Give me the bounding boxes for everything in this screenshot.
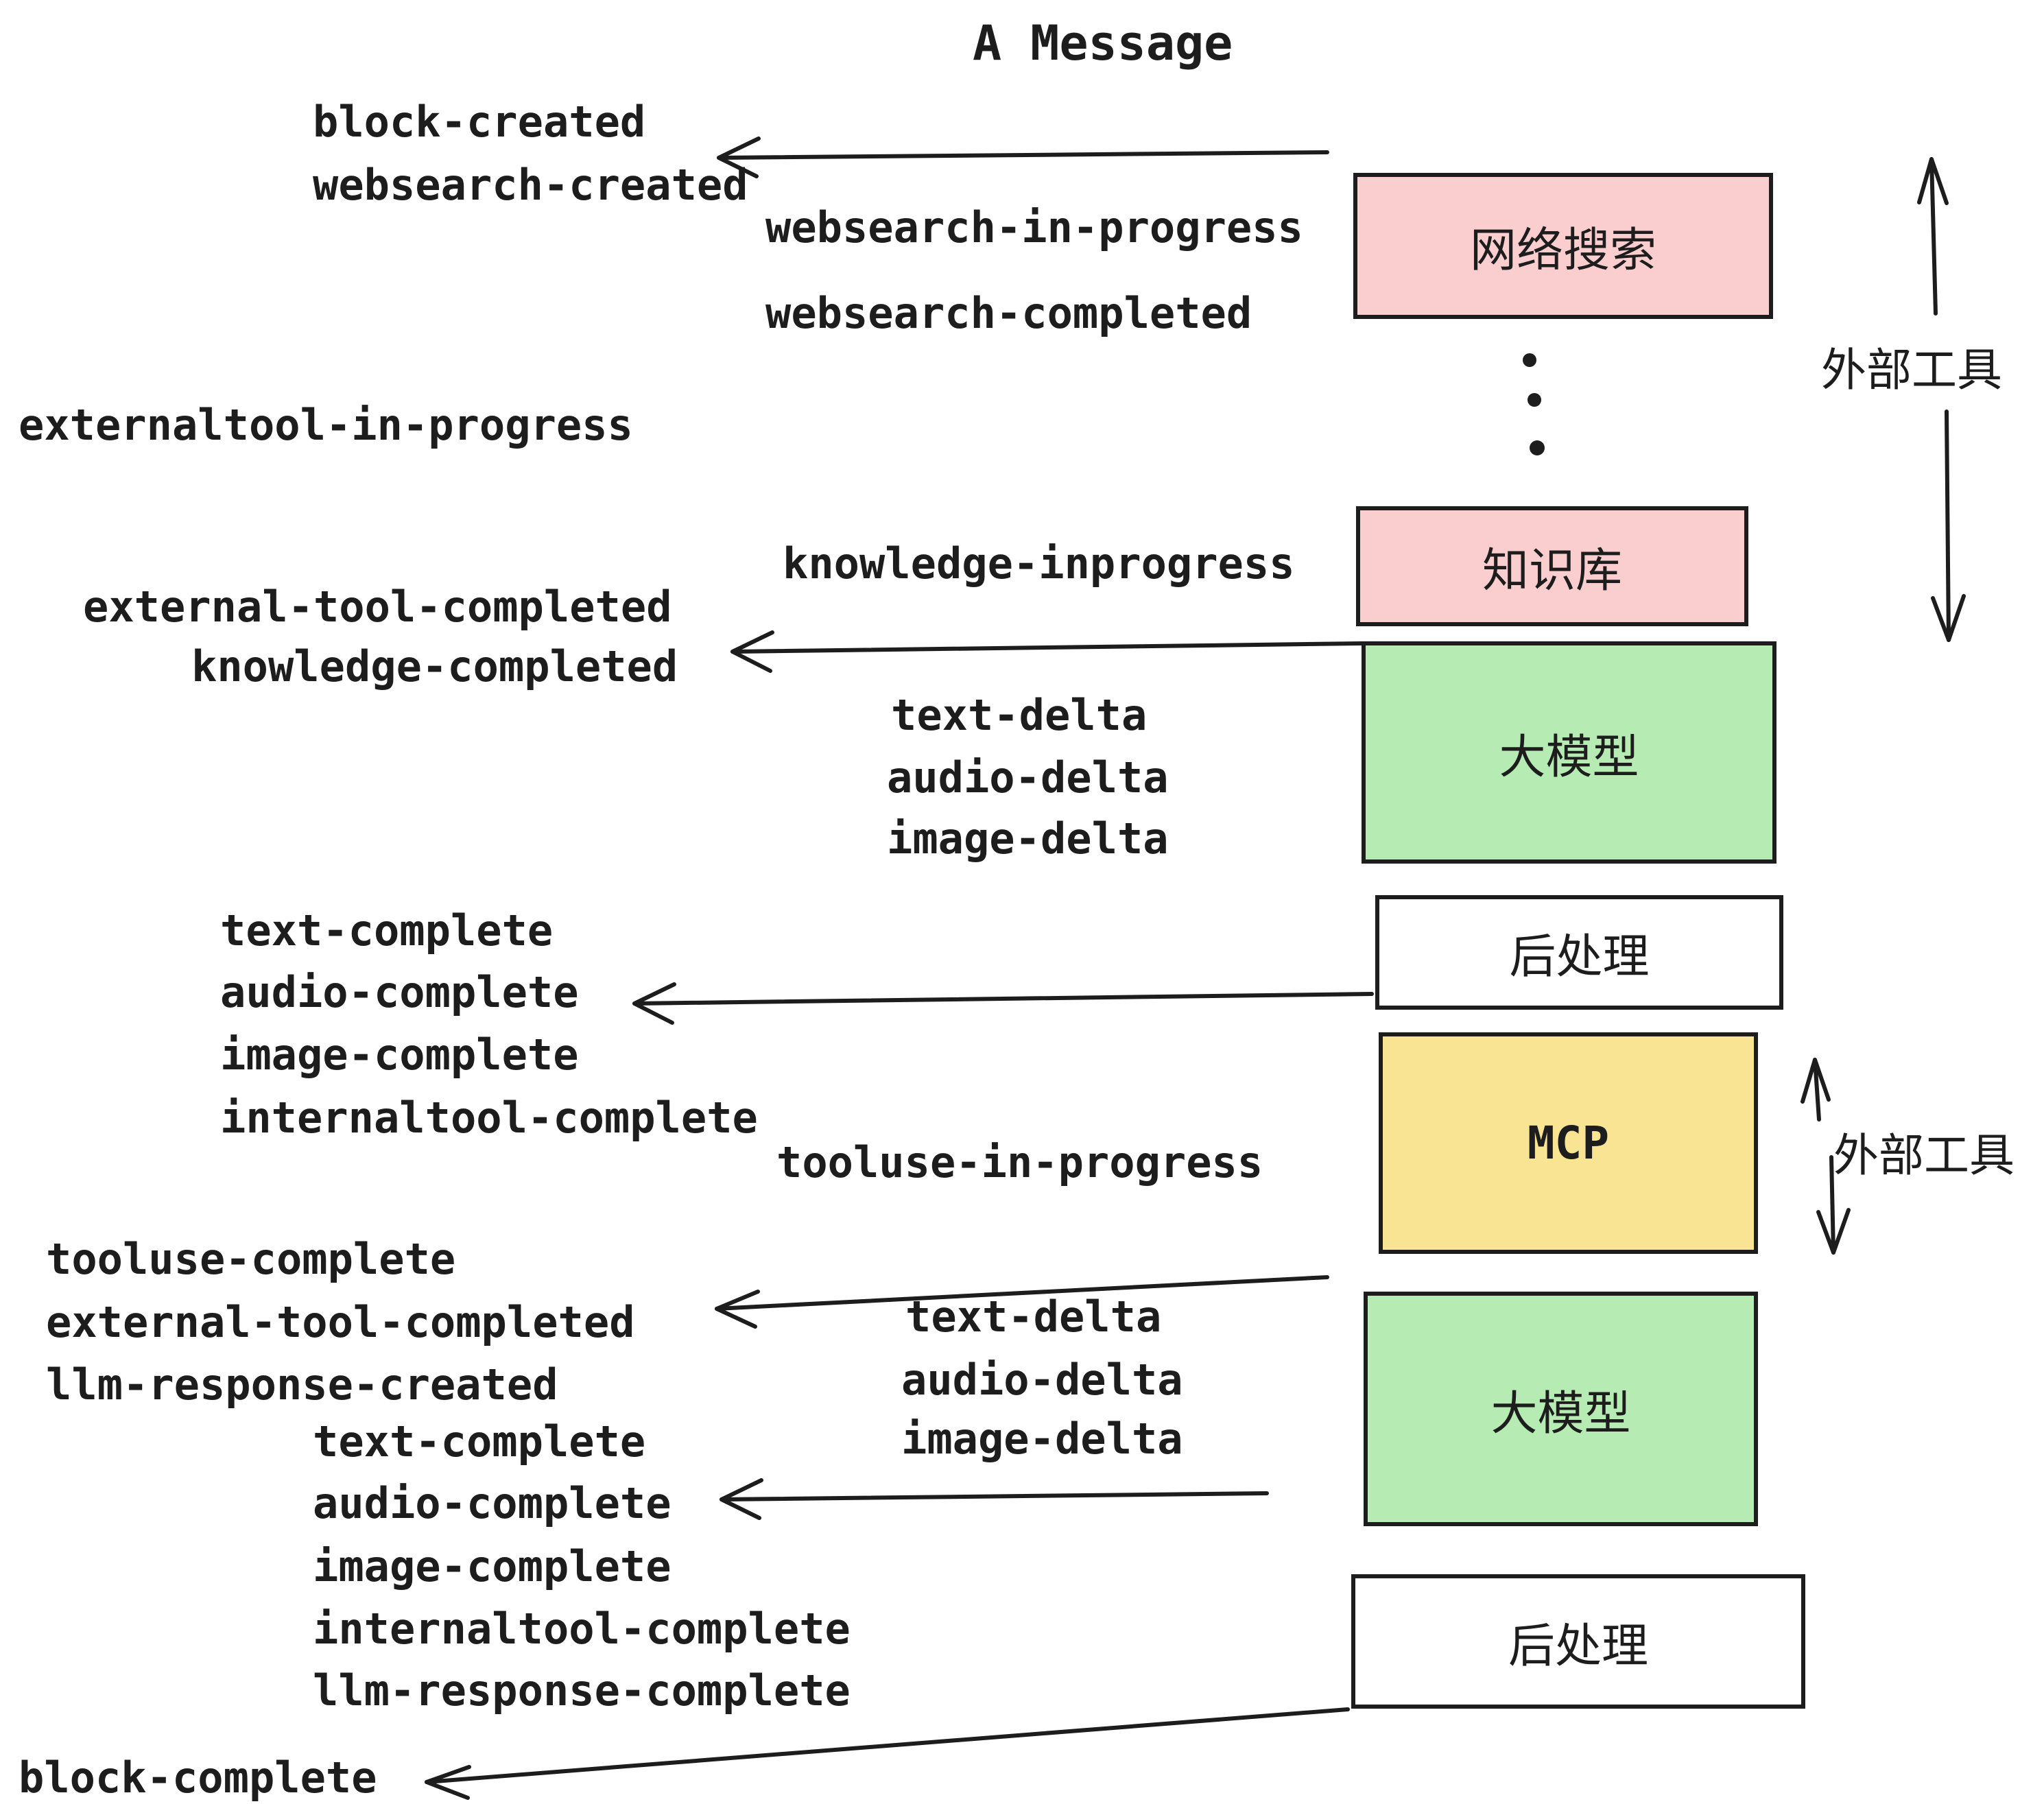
event-label-external-tool-completed: external-tool-completed [83, 582, 672, 632]
event-label-audio-complete: audio-complete [220, 967, 579, 1017]
event-label-audio-delta-2: audio-delta [901, 1355, 1183, 1405]
event-label-block-created: block-created [313, 97, 646, 147]
event-label-tooluse-in-progress: tooluse-in-progress [776, 1137, 1263, 1187]
arrow-tooluse-complete-icon [715, 1275, 1329, 1329]
node-postprocess-1: 后处理 [1375, 895, 1783, 1010]
page-title: A Message [973, 15, 1233, 71]
event-label-audio-complete-2: audio-complete [313, 1478, 672, 1528]
event-label-websearch-created: websearch-created [313, 160, 748, 210]
node-knowledge-base-label: 知识库 [1482, 544, 1622, 598]
event-label-text-delta-2: text-delta [905, 1292, 1162, 1342]
ellipsis-dots-icon [1523, 353, 1545, 455]
event-label-block-complete: block-complete [19, 1753, 377, 1803]
node-llm-2: 大模型 [1364, 1292, 1758, 1526]
node-postprocess-2-label: 后处理 [1508, 1619, 1648, 1674]
node-llm-1: 大模型 [1362, 641, 1776, 864]
event-label-image-delta: image-delta [887, 814, 1169, 864]
event-label-externaltool-in-progress: externaltool-in-progress [19, 400, 633, 450]
event-label-image-delta-2: image-delta [901, 1414, 1183, 1464]
event-label-llm-response-created: llm-response-created [46, 1360, 558, 1410]
event-label-audio-delta: audio-delta [887, 752, 1169, 803]
side-label-external-tools-2: 外部工具 [1833, 1129, 2015, 1182]
node-knowledge-base: 知识库 [1356, 506, 1748, 626]
node-llm-1-label: 大模型 [1499, 730, 1639, 785]
event-label-llm-response-complete: llm-response-complete [313, 1665, 851, 1716]
arrow-knowledge-completed-icon [730, 630, 1364, 673]
node-websearch-label: 网络搜索 [1469, 224, 1656, 278]
event-label-external-tool-completed-2: external-tool-completed [46, 1297, 635, 1347]
side-label-external-tools-1: 外部工具 [1821, 344, 2002, 396]
node-postprocess-2: 后处理 [1351, 1574, 1805, 1709]
arrow-audio-complete-icon [720, 1478, 1269, 1520]
node-postprocess-1-label: 后处理 [1509, 930, 1650, 984]
node-mcp: MCP [1379, 1032, 1758, 1254]
event-label-text-complete-2: text-complete [313, 1416, 646, 1467]
arrow-image-complete-icon [632, 982, 1374, 1025]
event-label-internaltool-complete: internaltool-complete [220, 1093, 758, 1143]
arrow-block-created-icon [717, 137, 1329, 178]
node-websearch: 网络搜索 [1353, 173, 1773, 319]
node-mcp-label: MCP [1527, 1117, 1610, 1170]
arrow-block-complete-icon [425, 1707, 1350, 1800]
event-label-image-complete-2: image-complete [313, 1541, 672, 1591]
arrow-external-tools-up-icon [1917, 157, 1949, 316]
event-label-text-delta: text-delta [891, 690, 1148, 740]
event-label-internaltool-complete-2: internaltool-complete [313, 1604, 851, 1654]
event-label-websearch-in-progress: websearch-in-progress [765, 202, 1303, 252]
node-llm-2-label: 大模型 [1490, 1386, 1631, 1441]
event-label-websearch-completed: websearch-completed [765, 288, 1252, 338]
event-label-tooluse-complete: tooluse-complete [46, 1234, 456, 1284]
arrow-mcp-external-up-icon [1801, 1058, 1831, 1121]
event-label-knowledge-inprogress: knowledge-inprogress [783, 538, 1295, 589]
event-label-knowledge-completed: knowledge-completed [191, 641, 678, 691]
arrow-external-tools-down-icon [1931, 410, 1966, 642]
event-label-text-complete: text-complete [220, 905, 554, 956]
arrow-mcp-external-down-icon [1816, 1155, 1851, 1255]
event-label-image-complete: image-complete [220, 1030, 579, 1080]
